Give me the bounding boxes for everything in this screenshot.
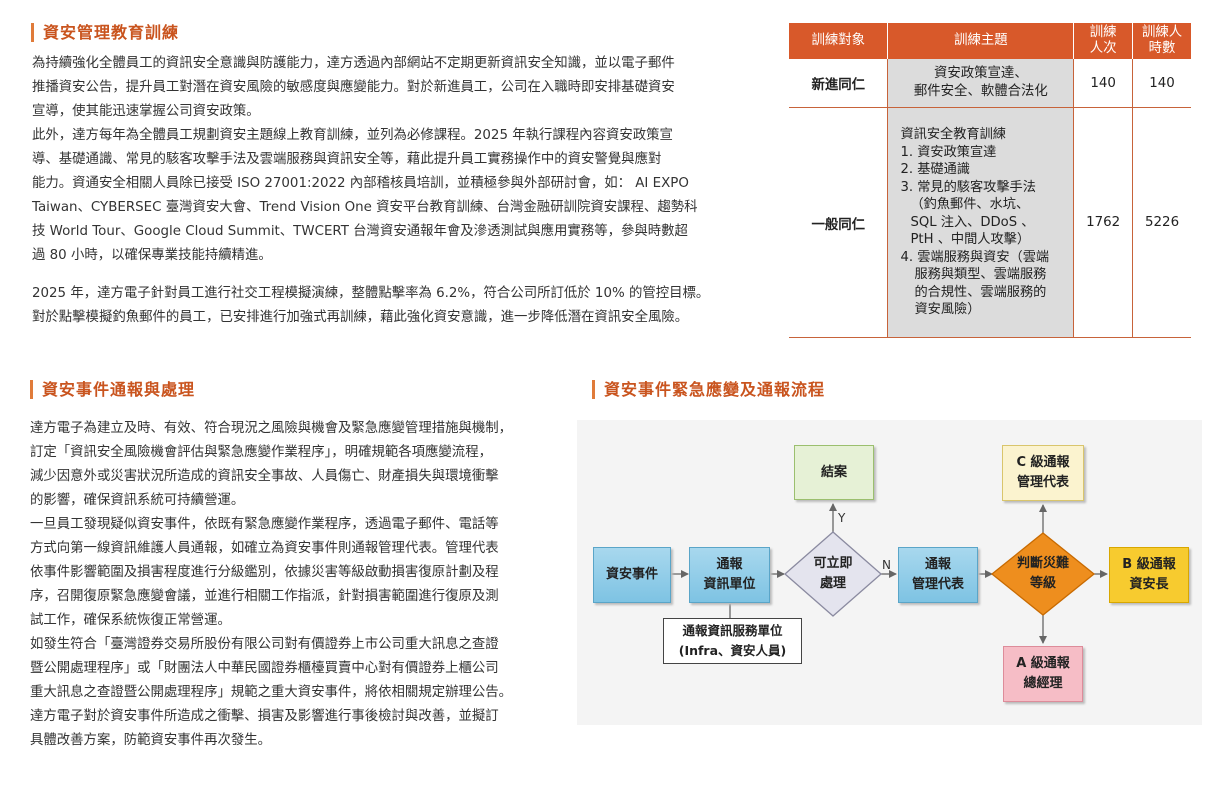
incident-paragraph-3: 如發生符合「臺灣證券交易所股份有限公司對有價證券上市公司重大訊息之查證 暨公開處… [30,633,568,705]
training-paragraph-2: 此外，達方每年為全體員工規劃資安主題線上教育訓練，並列為必修課程。2025 年執… [32,124,765,268]
row-target: 新進同仁 [789,59,889,108]
text-line: 序，召開復原緊急應變會議，並進行相關工作指派，針對損害範圍進行復原及測 [30,589,499,604]
text-line: 具體改善方案，防範資安事件再次發生。 [30,733,272,748]
node-judge-level: 判斷災難等級 [1016,556,1069,591]
text-line: 宣導，使其能迅速掌握公司資安政策。 [32,104,260,119]
incident-section-title: 資安事件通報與處理 [30,380,195,399]
incident-paragraph-1: 達方電子為建立及時、有效、符合現況之風險與機會及緊急應變管理措施與機制， 訂定「… [30,417,568,513]
incident-text: 達方電子為建立及時、有效、符合現況之風險與機會及緊急應變管理措施與機制， 訂定「… [30,417,568,753]
node-immediate-decision: 可立即處理 [813,556,853,591]
text-line: 依事件影響範圍及損害程度進行分級鑑別，依據災害等級啟動損害復原計劃及程 [30,565,499,580]
text-line: 的影響，確保資訊系統可持續營運。 [30,493,245,508]
row-target: 一般同仁 [789,107,889,338]
text-line: 一旦員工發現疑似資安事件，依既有緊急應變作業程序，透過電子郵件、電話等 [30,517,499,532]
text-line: 方式向第一線資訊維護人員通報，如確立為資安事件則通報管理代表。管理代表 [30,541,499,556]
table-row: 新進同仁 資安政策宣達、 郵件安全、軟體合法化 140 140 [789,59,1191,108]
node-a-level: A 級通報總經理 [1003,646,1083,702]
judge-diamond [990,532,1096,616]
header-hours: 訓練人時數 [1132,23,1191,59]
text-line: 達方電子對於資安事件所造成之衝擊、損害及影響進行事後檢討與改善，並擬訂 [30,709,499,724]
node-closed: 結案 [794,445,874,500]
incident-paragraph-2: 一旦員工發現疑似資安事件，依既有緊急應變作業程序，透過電子郵件、電話等 方式向第… [30,513,568,633]
row-count: 1762 [1073,107,1134,338]
flow-section-title: 資安事件緊急應變及通報流程 [592,380,825,399]
text-line: 試工作，確保系統恢復正常營運。 [30,613,231,628]
text-line: 暨公開處理程序」或「財團法人中華民國證券櫃檯買賣中心對有價證券上櫃公司 [30,661,499,676]
node-report-it: 通報資訊單位 [689,547,770,603]
text-line: 導、基礎通識、常見的駭客攻擊手法及雲端服務與資訊安全等，藉此提升員工實務操作中的… [32,152,662,167]
text-line: 技 World Tour、Google Cloud Summit、TWCERT … [32,224,688,239]
incident-paragraph-4: 達方電子對於資安事件所造成之衝擊、損害及影響進行事後檢討與改善，並擬訂 具體改善… [30,705,568,753]
text-line: 如發生符合「臺灣證券交易所股份有限公司對有價證券上市公司重大訊息之查證 [30,637,499,652]
label-yes: Y [838,511,846,525]
text-line: 能力。資通安全相關人員除已接受 ISO 27001:2022 內部稽核員培訓，並… [32,176,689,191]
text-line: 為持續強化全體員工的資訊安全意識與防護能力，達方透過內部網站不定期更新資訊安全知… [32,56,675,71]
header-topic: 訓練主題 [887,23,1075,59]
text-line: 達方電子為建立及時、有效、符合現況之風險與機會及緊急應變管理措施與機制， [30,421,513,436]
text-line: 減少因意外或災害狀況所造成的資訊安全事故、人員傷亡、財產損失與環境衝擊 [30,469,499,484]
text-line: 訂定「資訊安全風險機會評估與緊急應變作業程序」，明確規範各項應變流程， [30,445,492,460]
training-paragraph-1: 為持續強化全體員工的資訊安全意識與防護能力，達方透過內部網站不定期更新資訊安全知… [32,52,765,124]
text-line: 過 80 小時，以確保專業技能持續精進。 [32,248,272,263]
node-service-unit: 通報資訊服務單位(Infra、資安人員) [663,618,802,664]
header-count: 訓練人次 [1073,23,1134,59]
text-line: 推播資安公告，提升員工對潛在資安風險的敏感度與應變能力。對於新進員工，公司在入職… [32,80,675,95]
row-hours: 140 [1132,59,1191,108]
decision-diamond [784,531,882,617]
node-report-manager: 通報管理代表 [898,547,978,603]
training-paragraph-3: 2025 年，達方電子針對員工進行社交工程模擬演練，整體點擊率為 6.2%，符合… [32,282,765,330]
row-topic: 資安政策宣達、 郵件安全、軟體合法化 [887,59,1075,108]
training-text: 為持續強化全體員工的資訊安全意識與防護能力，達方透過內部網站不定期更新資訊安全知… [32,52,765,330]
text-line: 2025 年，達方電子針對員工進行社交工程模擬演練，整體點擊率為 6.2%，符合… [32,286,710,301]
node-security-event: 資安事件 [593,547,671,603]
training-section-title: 資安管理教育訓練 [31,23,179,42]
node-b-level: B 級通報資安長 [1109,547,1189,603]
label-no: N [882,558,891,572]
training-table: 訓練對象 訓練主題 訓練人次 訓練人時數 新進同仁 資安政策宣達、 郵件安全、軟… [789,23,1191,338]
text-line: 重大訊息之查證暨公開處理程序」規範之重大資安事件，將依相關規定辦理公告。 [30,685,513,700]
table-row: 一般同仁 資訊安全教育訓練 1. 資安政策宣達 2. 基礎通識 3. 常見的駭客… [789,107,1191,338]
table-header-row: 訓練對象 訓練主題 訓練人次 訓練人時數 [789,23,1191,59]
node-c-level: C 級通報管理代表 [1002,445,1084,501]
row-topic: 資訊安全教育訓練 1. 資安政策宣達 2. 基礎通識 3. 常見的駭客攻擊手法 … [887,107,1075,338]
text-line: 對於點擊模擬釣魚郵件的員工，已安排進行加強式再訓練，藉此強化資安意識，進一步降低… [32,310,689,325]
row-count: 140 [1073,59,1134,108]
row-hours: 5226 [1132,107,1191,338]
header-target: 訓練對象 [789,23,889,59]
text-line: 此外，達方每年為全體員工規劃資安主題線上教育訓練，並列為必修課程。2025 年執… [32,128,673,143]
text-line: Taiwan、CYBERSEC 臺灣資安大會、Trend Vision One … [32,200,698,215]
